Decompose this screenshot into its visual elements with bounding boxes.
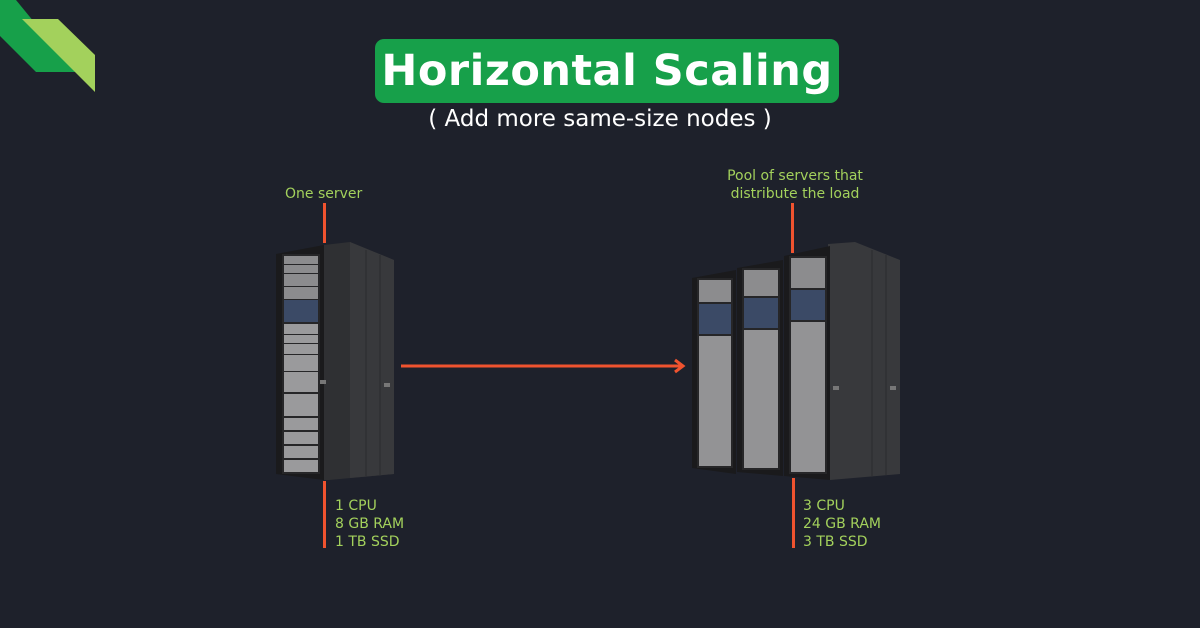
connector-line (323, 481, 326, 548)
connector-line (791, 203, 794, 253)
single-server-storage: 1 TB SSD (335, 534, 400, 550)
page-title: Horizontal Scaling (381, 46, 833, 96)
pool-storage: 3 TB SSD (803, 534, 868, 550)
brand-logo-icon (0, 0, 95, 92)
page-subtitle: ( Add more same-size nodes ) (428, 106, 772, 132)
title-banner (375, 39, 839, 103)
pool-ram: 24 GB RAM (803, 516, 881, 532)
pool-cpu: 3 CPU (803, 498, 845, 514)
server-pool-racks-icon (692, 242, 900, 480)
connector-line (792, 478, 795, 548)
server-pool-label: Pool of servers that distribute the load (727, 168, 863, 202)
server-rack-icon (276, 242, 394, 480)
single-server-cpu: 1 CPU (335, 498, 377, 514)
single-server-ram: 8 GB RAM (335, 516, 405, 532)
single-server-label: One server (285, 186, 363, 202)
connector-line (323, 203, 326, 243)
arrow-right-icon (401, 358, 686, 374)
